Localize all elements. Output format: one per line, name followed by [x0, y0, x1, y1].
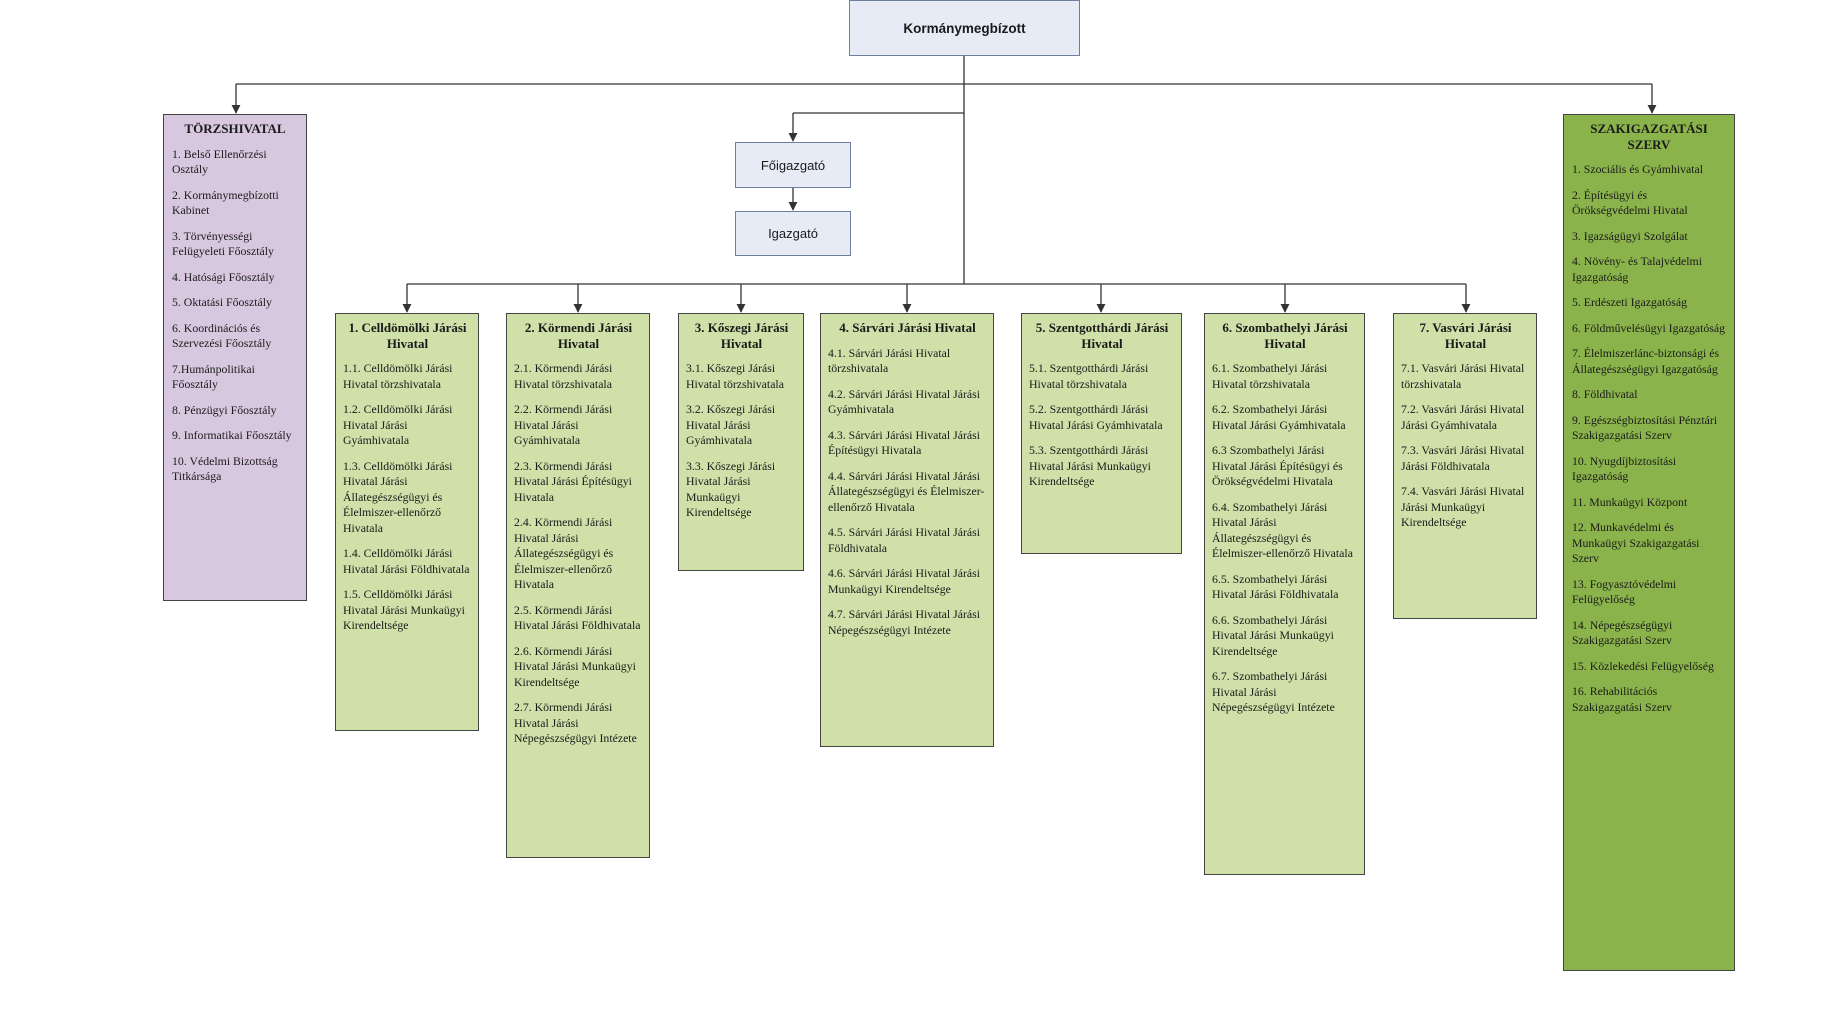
box-jarasi-kormend: 2. Körmendi Járási Hivatal 2.1. Körmendi…: [506, 313, 650, 858]
torzshivatal-title: TÖRZSHIVATAL: [184, 121, 286, 136]
jarasi-title: 7. Vasvári Járási Hivatal: [1419, 320, 1512, 351]
list-item: 10. Védelmi Bizottság Titkársága: [172, 453, 278, 484]
list-item: 6. Földművelésügyi Igazgatóság: [1572, 320, 1726, 335]
szakigazgatasi-title: SZAKIGAZGATÁSI SZERV: [1590, 121, 1708, 152]
list-item: 6.5. Szombathelyi Járási Hivatal Járási …: [1212, 571, 1339, 602]
list-item: 7.1. Vasvári Járási Hivatal törzshivatal…: [1401, 361, 1525, 391]
list-item: 6.1. Szombathelyi Járási Hivatal törzshi…: [1212, 361, 1328, 391]
list-item: 2.7. Körmendi Járási Hivatal Járási Népe…: [514, 700, 637, 745]
box-jarasi-vasvar: 7. Vasvári Járási Hivatal 7.1. Vasvári J…: [1393, 313, 1537, 619]
list-item: 1.1. Celldömölki Járási Hivatal törzshiv…: [343, 361, 453, 391]
box-jarasi-szentgotthard: 5. Szentgotthárdi Járási Hivatal 5.1. Sz…: [1021, 313, 1182, 554]
root-box-kormanymegbizott: Kormánymegbízott: [849, 0, 1080, 56]
list-item: 5. Oktatási Főosztály: [172, 295, 272, 309]
list-item: 4.1. Sárvári Járási Hivatal törzshivatal…: [828, 345, 951, 376]
list-item: 4.5. Sárvári Járási Hivatal Járási Földh…: [828, 525, 981, 555]
list-item: 2.2. Körmendi Járási Hivatal Járási Gyám…: [514, 402, 613, 447]
box-jarasi-koszeg: 3. Kőszegi Járási Hivatal 3.1. Kőszegi J…: [678, 313, 804, 571]
list-item: 6.4. Szombathelyi Járási Hivatal Járási …: [1212, 499, 1353, 561]
jarasi-title: 5. Szentgotthárdi Járási Hivatal: [1035, 320, 1169, 351]
list-item: 6.2. Szombathelyi Járási Hivatal Járási …: [1212, 402, 1346, 432]
box-jarasi-sarvar: 4. Sárvári Járási Hivatal 4.1. Sárvári J…: [820, 313, 994, 747]
list-item: 3.1. Kőszegi Járási Hivatal törzshivatal…: [686, 361, 784, 391]
box-foigazgato: Főigazgató: [735, 142, 851, 188]
list-item: 2. Építésügyi és Örökségvédelmi Hivatal: [1572, 187, 1688, 218]
list-item: 4.7. Sárvári Járási Hivatal Járási Népeg…: [828, 607, 981, 637]
list-item: 4. Hatósági Főosztály: [172, 269, 275, 284]
list-item: 4.4. Sárvári Járási Hivatal Járási Állat…: [828, 468, 985, 514]
list-item: 8. Pénzügyi Főosztály: [172, 402, 277, 417]
root-label: Kormánymegbízott: [903, 20, 1026, 36]
list-item: 1.4. Celldömölki Járási Hivatal Járási F…: [343, 546, 470, 576]
list-item: 6. Koordinációs és Szervezési Főosztály: [172, 320, 272, 351]
list-item: 7.2. Vasvári Járási Hivatal Járási Gyámh…: [1401, 402, 1525, 432]
list-item: 3. Igazságügyi Szolgálat: [1572, 228, 1688, 243]
list-item: 1.5. Celldömölki Járási Hivatal Járási M…: [343, 587, 465, 632]
list-item: 1.3. Celldömölki Járási Hivatal Járási Á…: [343, 458, 453, 535]
list-item: 3. Törvényességi Felügyeleti Főosztály: [172, 228, 274, 259]
igazgato-label: Igazgató: [768, 226, 818, 241]
list-item: 5. Erdészeti Igazgatóság: [1572, 295, 1687, 309]
list-item: 2.1. Körmendi Járási Hivatal törzshivata…: [514, 361, 613, 391]
list-item: 11. Munkaügyi Központ: [1572, 494, 1688, 509]
list-item: 7. Élelmiszerlánc-biztonsági és Állategé…: [1572, 346, 1720, 376]
list-item: 3.3. Kőszegi Járási Hivatal Járási Munka…: [686, 458, 776, 520]
list-item: 16. Rehabilitációs Szakigazgatási Szerv: [1572, 684, 1672, 714]
list-item: 3.2. Kőszegi Járási Hivatal Járási Gyámh…: [686, 402, 776, 447]
box-jarasi-szombathely: 6. Szombathelyi Járási Hivatal 6.1. Szom…: [1204, 313, 1365, 875]
list-item: 2. Kormánymegbízotti Kabinet: [172, 187, 279, 218]
jarasi-title: 6. Szombathelyi Járási Hivatal: [1222, 320, 1348, 351]
list-item: 9. Informatikai Főosztály: [172, 428, 292, 442]
list-item: 9. Egészségbiztosítási Pénztári Szakigaz…: [1572, 412, 1718, 443]
list-item: 1. Szociális és Gyámhivatal: [1572, 162, 1704, 176]
list-item: 12. Munkavédelmi és Munkaügyi Szakigazga…: [1572, 520, 1700, 565]
jarasi-title: 4. Sárvári Járási Hivatal: [839, 320, 976, 335]
jarasi-title: 2. Körmendi Járási Hivatal: [524, 320, 633, 351]
list-item: 4.6. Sárvári Járási Hivatal Járási Munka…: [828, 566, 981, 596]
list-item: 8. Földhivatal: [1572, 387, 1638, 401]
list-item: 2.5. Körmendi Járási Hivatal Járási Föld…: [514, 602, 641, 633]
list-item: 14. Népegészségügyi Szakigazgatási Szerv: [1572, 617, 1673, 648]
list-item: 4. Növény- és Talajvédelmi Igazgatóság: [1572, 254, 1702, 284]
list-item: 7.Humánpolitikai Főosztály: [172, 361, 255, 392]
box-jarasi-celldomolk: 1. Celldömölki Járási Hivatal 1.1. Celld…: [335, 313, 479, 731]
box-igazgato: Igazgató: [735, 211, 851, 256]
list-item: 6.6. Szombathelyi Járási Hivatal Járási …: [1212, 612, 1334, 658]
list-item: 2.3. Körmendi Járási Hivatal Járási Épít…: [514, 458, 632, 504]
list-item: 15. Közlekedési Felügyelőség: [1572, 658, 1714, 673]
list-item: 2.4. Körmendi Járási Hivatal Járási Álla…: [514, 515, 614, 591]
list-item: 1. Belső Ellenőrzési Osztály: [172, 146, 267, 177]
list-item: 4.3. Sárvári Járási Hivatal Járási Építé…: [828, 427, 981, 458]
list-item: 5.2. Szentgotthárdi Járási Hivatal Járás…: [1029, 402, 1163, 432]
list-item: 6.7. Szombathelyi Járási Hivatal Járási …: [1212, 669, 1335, 714]
list-item: 1.2. Celldömölki Járási Hivatal Járási G…: [343, 402, 453, 447]
list-item: 4.2. Sárvári Járási Hivatal Járási Gyámh…: [828, 386, 981, 417]
list-item: 7.3. Vasvári Járási Hivatal Járási Földh…: [1401, 443, 1525, 473]
list-item: 7.4. Vasvári Járási Hivatal Járási Munka…: [1401, 484, 1525, 529]
list-item: 13. Fogyasztóvédelmi Felügyelőség: [1572, 576, 1677, 607]
list-item: 5.3. Szentgotthárdi Járási Hivatal Járás…: [1029, 443, 1151, 488]
jarasi-title: 1. Celldömölki Járási Hivatal: [348, 320, 467, 351]
list-item: 5.1. Szentgotthárdi Járási Hivatal törzs…: [1029, 361, 1149, 391]
box-torzshivatal: TÖRZSHIVATAL 1. Belső Ellenőrzési Osztál…: [163, 114, 307, 601]
list-item: 10. Nyugdíjbiztosítási Igazgatóság: [1572, 453, 1677, 484]
foigazgato-label: Főigazgató: [760, 157, 826, 173]
list-item: 6.3 Szombathelyi Járási Hivatal Járási É…: [1212, 443, 1343, 488]
box-szakigazgatasi-szerv: SZAKIGAZGATÁSI SZERV 1. Szociális és Gyá…: [1563, 114, 1735, 971]
list-item: 2.6. Körmendi Járási Hivatal Járási Munk…: [514, 643, 636, 689]
jarasi-title: 3. Kőszegi Járási Hivatal: [694, 320, 789, 351]
